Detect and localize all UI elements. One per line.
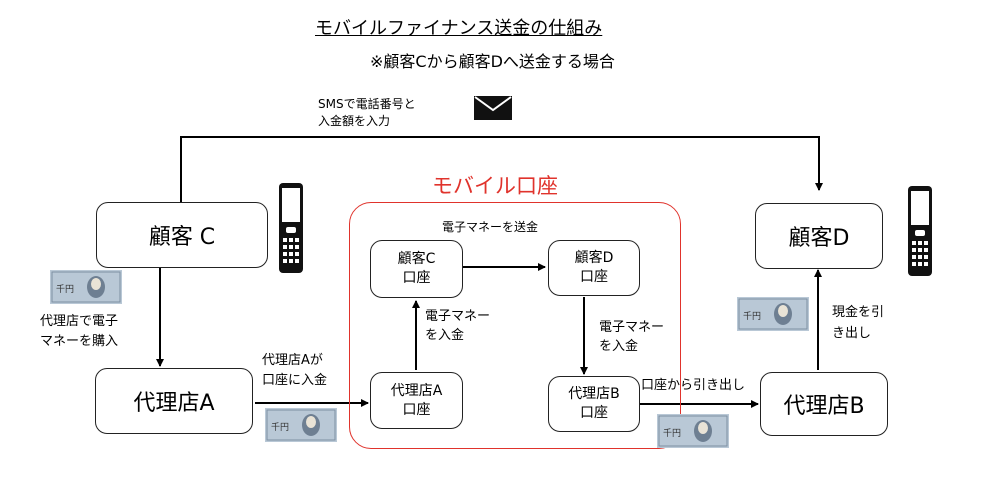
- svg-text:千円: 千円: [663, 428, 681, 439]
- deposit-emoney-label-2: 電子マネーを入金: [599, 320, 665, 354]
- buy-emoney-label: 代理店で電子マネーを購入: [40, 314, 119, 349]
- sms-note: SMSで電話番号と入金額を入力: [318, 97, 416, 128]
- mobile-account-region: [349, 202, 681, 449]
- deposit-emoney-label-1: 電子マネーを入金: [425, 309, 491, 343]
- agent-a-box: 代理店A: [95, 368, 253, 434]
- agent-a-deposit-label: 代理店Aが口座に入金: [262, 353, 328, 388]
- banknote-icon: 千円: [737, 297, 809, 331]
- page-subtitle: ※顧客Cから顧客Dへ送金する場合: [370, 52, 615, 71]
- banknote-icon: 千円: [50, 270, 122, 304]
- banknote-icon: 千円: [265, 408, 337, 442]
- envelope-icon: [474, 96, 512, 120]
- agent-b-box: 代理店B: [760, 372, 888, 436]
- mobile-phone-icon: [279, 183, 303, 273]
- banknote-icon: 千円: [657, 414, 729, 448]
- withdraw-from-account-label: 口座から引き出し: [641, 378, 746, 393]
- customer-d-box: 顧客D: [755, 203, 883, 269]
- svg-text:千円: 千円: [56, 284, 74, 295]
- send-emoney-label: 電子マネーを送金: [442, 220, 539, 234]
- svg-text:千円: 千円: [271, 422, 289, 433]
- withdraw-cash-label: 現金を引き出し: [832, 305, 885, 341]
- mobile-account-label: モバイル口座: [432, 174, 558, 198]
- customer-c-box: 顧客 C: [96, 202, 268, 268]
- mobile-phone-icon: [908, 186, 932, 276]
- sms-flow-arrow: [180, 136, 823, 203]
- svg-text:千円: 千円: [743, 311, 761, 322]
- page-title: モバイルファイナンス送金の仕組み: [315, 18, 603, 39]
